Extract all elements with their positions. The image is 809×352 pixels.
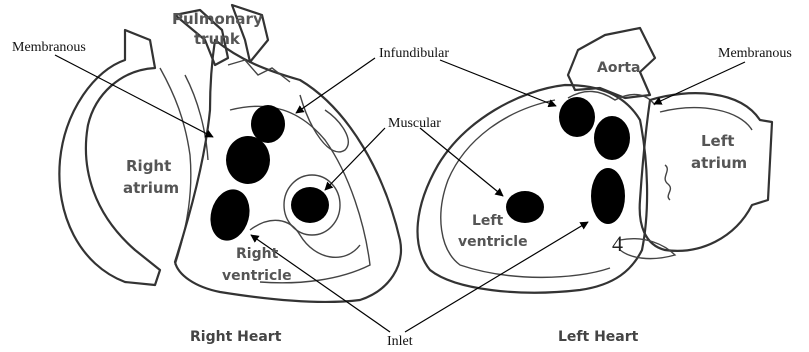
label-right-ventricle-1: Right [236, 246, 279, 262]
infundibular-defect-right [251, 105, 285, 143]
label-inlet: Inlet [387, 334, 413, 349]
label-infundibular: Infundibular [379, 46, 449, 61]
membranous-defect-right [226, 136, 270, 184]
label-right-atrium-2: atrium [123, 179, 179, 197]
label-right-atrium-1: Right [126, 157, 171, 175]
label-left-ventricle-2: ventricle [458, 234, 528, 250]
label-membranous-right: Membranous [718, 46, 792, 61]
label-right-ventricle-2: ventricle [222, 268, 292, 284]
label-aorta: Aorta [597, 60, 641, 76]
inlet-defect-right [205, 185, 255, 245]
label-membranous-left: Membranous [12, 40, 86, 55]
label-left-atrium-1: Left [701, 132, 734, 150]
muscular-defect-left [506, 191, 544, 223]
title-left-heart: Left Heart [558, 329, 639, 345]
label-left-atrium-2: atrium [691, 154, 747, 172]
arrow-infundibular-left [440, 60, 556, 106]
muscular-defect-right [291, 187, 329, 223]
arrow-muscular-right [325, 128, 385, 190]
right-ventricle-outline [175, 40, 401, 302]
infundibular-defect-left [559, 97, 595, 137]
number-marker: 4 [612, 231, 623, 256]
title-right-heart: Right Heart [190, 329, 282, 345]
label-left-ventricle-1: Left [472, 213, 504, 229]
label-pulmonary: Pulmonary [172, 10, 263, 28]
arrow-muscular-left [420, 128, 503, 196]
right-heart-drawing [59, 5, 401, 302]
label-muscular: Muscular [388, 116, 441, 131]
membranous-defect-left [594, 116, 630, 160]
label-trunk: trunk [194, 30, 241, 48]
inlet-defect-left [591, 168, 625, 224]
arrow-membranous-right [55, 55, 213, 137]
